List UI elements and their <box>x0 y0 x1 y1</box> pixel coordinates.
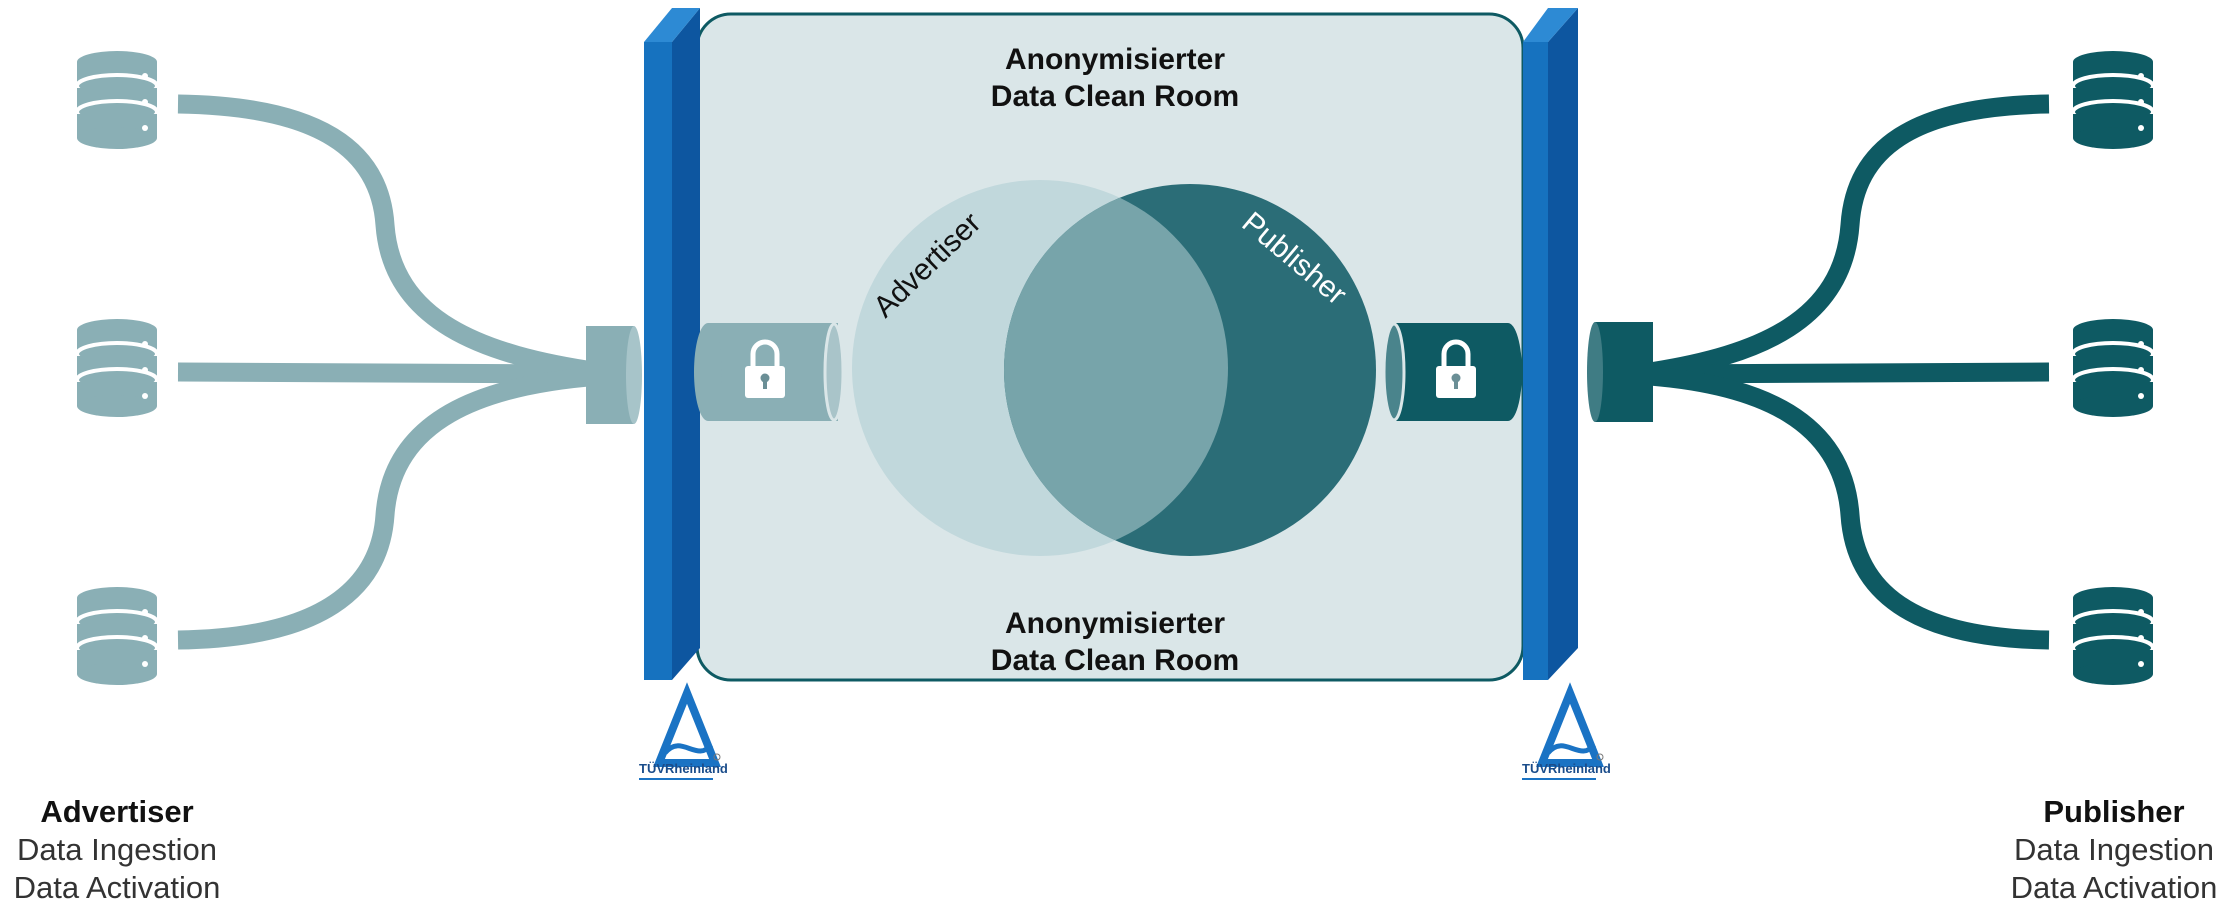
advertiser-caption: Advertiser Data Ingestion Data Activatio… <box>0 793 247 907</box>
venn-overlap <box>1004 184 1228 556</box>
room-title-bottom-line2: Data Clean Room <box>991 644 1239 677</box>
publisher-connector <box>1587 322 1653 422</box>
database-icon <box>75 317 159 419</box>
advertiser-data-ingestion: Data Ingestion <box>17 832 217 867</box>
advertiser-lock-cylinder <box>694 322 845 422</box>
advertiser-name: Advertiser <box>40 794 194 829</box>
right-wall <box>1523 8 1578 680</box>
database-icon <box>2071 585 2155 687</box>
room-title-bottom-line1: Anonymisierter <box>1005 607 1225 640</box>
room-title-top-line2: Data Clean Room <box>991 80 1239 113</box>
database-icon <box>2071 317 2155 419</box>
publisher-caption: Publisher Data Ingestion Data Activation <box>1984 793 2233 907</box>
tuv-rheinland-logo: TÜVRheinland <box>639 682 728 780</box>
tuv-logo-text: TÜVRheinland <box>1522 761 1611 776</box>
publisher-name: Publisher <box>2043 794 2185 829</box>
venn-diagram: Advertiser Publisher <box>852 180 1376 556</box>
database-icon <box>2071 49 2155 151</box>
room-title-top-line1: Anonymisierter <box>1005 43 1225 76</box>
tuv-logo-text: TÜVRheinland <box>639 761 728 776</box>
publisher-pipes <box>1648 94 2050 650</box>
tuv-rheinland-logo: TÜVRheinland <box>1522 682 1611 780</box>
advertiser-connector <box>586 326 642 424</box>
advertiser-data-activation: Data Activation <box>13 870 221 905</box>
publisher-data-activation: Data Activation <box>2010 870 2218 905</box>
publisher-data-ingestion: Data Ingestion <box>2014 832 2214 867</box>
left-wall <box>644 8 700 680</box>
publisher-lock-cylinder <box>1382 322 1522 422</box>
database-icon <box>75 585 159 687</box>
advertiser-pipes <box>177 94 602 650</box>
database-icon <box>75 49 159 151</box>
